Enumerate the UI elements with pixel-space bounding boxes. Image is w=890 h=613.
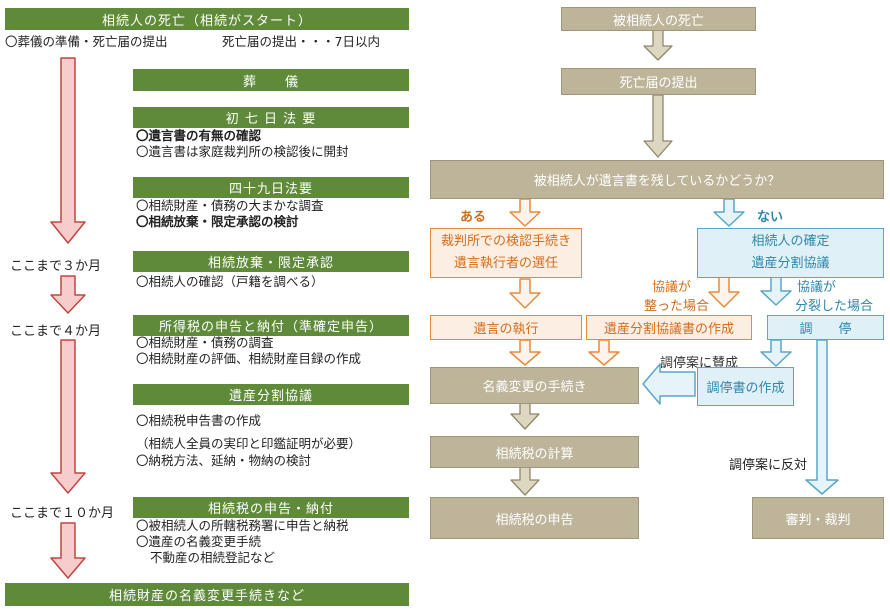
blue-arrow-med-down (760, 339, 792, 367)
judgment-label: 審判・裁判 (785, 512, 851, 528)
death-start-bar-label: 相続人の死亡（相続がスタート） (101, 13, 312, 29)
timeline-arrow-3 (50, 339, 86, 494)
blue-arrow-left (642, 363, 696, 405)
step-income-tax-bar: 所得税の申告と納付（準確定申告） (133, 315, 409, 336)
yes-will-label: ある (460, 210, 487, 225)
orange-arrow-yes (509, 198, 541, 227)
death-report-deadline-note: 死亡届の提出・・・7日以内 (222, 34, 380, 49)
death-report-label: 死亡届の提出 (619, 76, 698, 91)
step-renunciation-bar: 相続放棄・限定承認 (133, 251, 409, 272)
tan-arrow-4 (510, 466, 540, 496)
step-tax-filing-title: 相続税の申告・納付 (207, 502, 334, 517)
split-label-2: 分裂した場合 (795, 299, 874, 314)
step-funeral-title: 葬 儀 (242, 74, 299, 90)
renunciation-consideration: 〇相続放棄・限定承認の検討 (136, 214, 299, 229)
division-agreement-doc-box: 遺産分割協議書の作成 (586, 315, 752, 340)
tan-arrow-1 (643, 29, 673, 61)
real-estate-registration-note: 不動産の相続登記など (150, 550, 276, 565)
timeline-arrow-4 (50, 522, 86, 579)
asset-name-change-label: 相続財産の名義変更手続きなど (108, 589, 305, 604)
tax-return-prep-note: 〇相続税申告書の作成 (136, 413, 262, 428)
funeral-prep-note: 〇葬儀の準備・死亡届の提出 (5, 34, 168, 49)
split-label-1: 協議が (797, 280, 837, 295)
heir-confirmation-line-1: 相続人の確定 (751, 234, 830, 249)
step-49th-day-title: 四十九日法要 (228, 182, 313, 197)
heir-confirmation-line-2: 遺産分割協議 (751, 256, 830, 271)
will-existence-check: 〇遺言書の有無の確認 (136, 128, 262, 143)
milestone-4-months: ここまで４か月 (10, 324, 102, 339)
will-question-label: 被相続人が遺言書を残しているかどうか？ (533, 174, 781, 189)
mediation-doc-box: 調停書の作成 (697, 367, 794, 406)
heir-confirmation-note: 〇相続人の確認（戸籍を調べる） (136, 274, 324, 289)
orange-arrow-exec-down (509, 339, 541, 366)
mediation-doc-label: 調停書の作成 (706, 381, 785, 396)
no-will-label: ない (757, 210, 784, 225)
agreed-label-2: 整った場合 (644, 299, 710, 314)
timeline-arrow-2 (50, 275, 86, 314)
mediation-label: 調 停 (799, 322, 852, 337)
asset-valuation-note: 〇相続財産の評価、相続財産目録の作成 (136, 351, 362, 366)
division-agreement-doc-label: 遺産分割協議書の作成 (603, 322, 734, 337)
will-question-box: 被相続人が遺言書を残しているかどうか？ (430, 160, 884, 199)
step-tax-filing-bar: 相続税の申告・納付 (133, 497, 409, 518)
step-income-tax-title: 所得税の申告と納付（準確定申告） (158, 320, 383, 335)
probate-line-2: 遺言執行者の選任 (453, 256, 558, 271)
will-execution-box: 遺言の執行 (430, 315, 582, 340)
decedent-death-box: 被相続人の死亡 (561, 7, 756, 31)
step-49th-day-bar: 四十九日法要 (133, 177, 409, 198)
tan-arrow-2 (643, 94, 673, 158)
blue-arrow-split (760, 276, 792, 306)
name-change-note: 〇遺産の名義変更手続 (136, 534, 262, 549)
tax-calculation-label: 相続税の計算 (495, 446, 574, 462)
step-funeral-bar: 葬 儀 (133, 69, 409, 91)
probate-box: 裁判所での検認手続き 遺言執行者の選任 (430, 228, 582, 278)
step-first-seventh-day-title: 初 七 日 法 要 (225, 112, 317, 127)
will-execution-label: 遺言の執行 (473, 322, 539, 337)
step-division-title: 遺産分割協議 (228, 389, 313, 404)
tax-return-label: 相続税の申告 (495, 512, 574, 528)
judgment-box: 審判・裁判 (752, 497, 884, 539)
agreed-label-1: 協議が (652, 280, 692, 295)
rough-asset-survey: 〇相続財産・債務の大まかな調査 (136, 198, 324, 213)
probate-line-1: 裁判所での検認手続き (440, 234, 571, 249)
tax-office-filing-note: 〇被相続人の所轄税務署に申告と納税 (136, 518, 349, 533)
heir-confirmation-box: 相続人の確定 遺産分割協議 (697, 228, 884, 278)
seal-certificate-note: （相続人全員の実印と印鑑証明が必要） (136, 436, 362, 451)
name-change-procedure-box: 名義変更の手続き (430, 367, 639, 404)
timeline-arrow-1 (50, 57, 86, 244)
step-first-seventh-day-bar: 初 七 日 法 要 (133, 107, 409, 128)
step-division-bar: 遺産分割協議 (133, 384, 409, 405)
blue-arrow-no (713, 198, 745, 227)
tax-return-box: 相続税の申告 (430, 497, 639, 539)
will-opening-note: 〇遺言書は家庭裁判所の検認後に開封 (136, 144, 349, 159)
blue-arrow-long (805, 339, 839, 495)
death-report-box: 死亡届の提出 (561, 68, 756, 95)
tax-calculation-box: 相続税の計算 (430, 436, 639, 468)
name-change-procedure-label: 名義変更の手続き (482, 380, 587, 395)
orange-arrow-doc-down (588, 339, 620, 366)
decedent-death-label: 被相続人の死亡 (612, 13, 704, 29)
orange-arrow-agreed (708, 276, 740, 308)
asset-name-change-bar: 相続財産の名義変更手続きなど (5, 583, 409, 606)
death-start-bar: 相続人の死亡（相続がスタート） (5, 8, 409, 30)
mediation-box: 調 停 (767, 315, 884, 340)
milestone-10-months: ここまで１０か月 (10, 506, 115, 521)
mediation-oppose-label: 調停案に反対 (729, 458, 808, 473)
payment-method-note: 〇納税方法、延納・物納の検討 (136, 453, 312, 468)
step-renunciation-title: 相続放棄・限定承認 (207, 256, 334, 271)
orange-arrow-to-execution (509, 278, 541, 309)
asset-debt-survey: 〇相続財産・債務の調査 (136, 335, 274, 350)
milestone-3-months: ここまで３か月 (10, 259, 102, 274)
